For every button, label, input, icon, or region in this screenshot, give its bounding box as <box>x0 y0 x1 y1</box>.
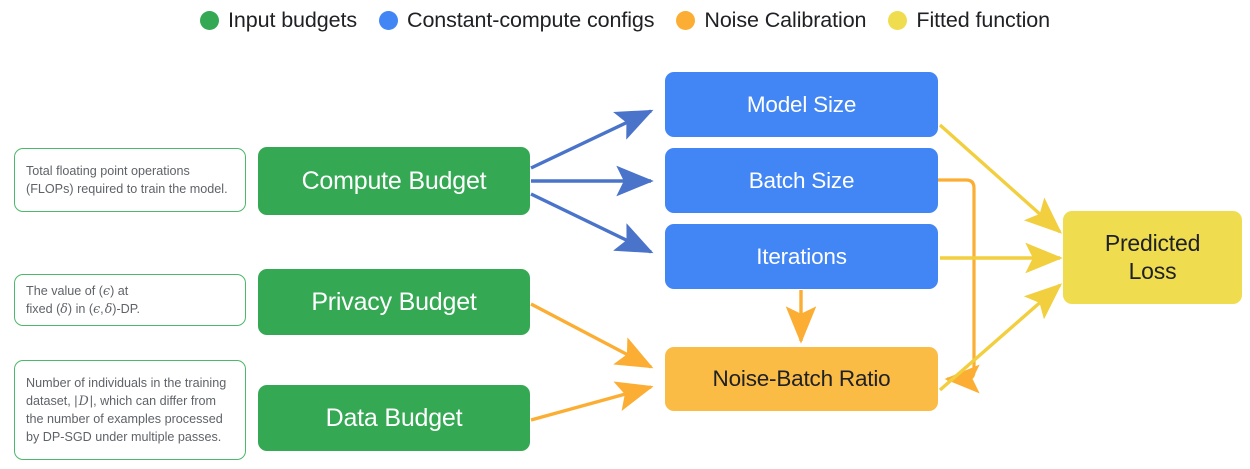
node-iterations[interactable]: Iterations <box>665 224 938 289</box>
edge-noise-batch-ratio-to-predicted-loss <box>938 283 1063 392</box>
edge-model-size-to-predicted-loss <box>938 123 1063 234</box>
node-noise-batch-ratio[interactable]: Noise-Batch Ratio <box>665 347 938 411</box>
node-label: Compute Budget <box>301 166 487 195</box>
node-label: Iterations <box>756 243 847 269</box>
node-label: Noise-Batch Ratio <box>712 366 891 391</box>
node-data-budget[interactable]: Data Budget <box>258 385 530 451</box>
legend-item-noise-calibration: Noise Calibration <box>676 7 867 33</box>
legend-label: Fitted function <box>916 7 1050 32</box>
edge-compute-budget-to-iterations <box>530 192 654 254</box>
node-label: Batch Size <box>748 167 855 193</box>
legend: Input budgets Constant-compute configs N… <box>0 0 1250 40</box>
legend-item-constant-compute-configs: Constant-compute configs <box>379 8 654 33</box>
node-label-line2: Loss <box>1128 257 1177 284</box>
legend-item-fitted-function: Fitted function <box>888 8 1050 33</box>
note-text: Number of individuals in the training da… <box>26 375 227 445</box>
node-privacy-budget[interactable]: Privacy Budget <box>258 269 530 335</box>
node-label: Model Size <box>746 91 857 117</box>
node-label: Data Budget <box>325 403 463 432</box>
legend-item-input-budgets: Input budgets <box>200 8 357 33</box>
legend-label: Noise Calibration <box>704 7 867 32</box>
legend-dot-icon <box>379 10 399 30</box>
note-data-budget: Number of individuals in the training da… <box>14 360 246 460</box>
edge-compute-budget-to-model-size <box>530 109 654 170</box>
edge-batch-size-to-noise-batch-ratio <box>938 178 980 394</box>
note-text: Total floating point operations (FLOPs) … <box>26 163 228 196</box>
legend-dot-icon <box>888 10 908 30</box>
note-compute-budget: Total floating point operations (FLOPs) … <box>14 148 246 212</box>
legend-label: Constant-compute configs <box>407 7 655 32</box>
edge-privacy-budget-to-noise-batch-ratio <box>530 302 654 369</box>
edge-data-budget-to-noise-batch-ratio <box>530 381 654 422</box>
node-compute-budget[interactable]: Compute Budget <box>258 147 530 215</box>
node-batch-size[interactable]: Batch Size <box>665 148 938 213</box>
legend-dot-icon <box>200 10 219 30</box>
node-model-size[interactable]: Model Size <box>665 72 938 137</box>
legend-dot-icon <box>676 10 696 30</box>
node-predicted-loss[interactable]: Predicted Loss <box>1063 211 1242 304</box>
node-label-line1: Predicted <box>1104 230 1201 257</box>
legend-label: Input budgets <box>228 7 358 32</box>
node-label: Privacy Budget <box>311 287 477 316</box>
